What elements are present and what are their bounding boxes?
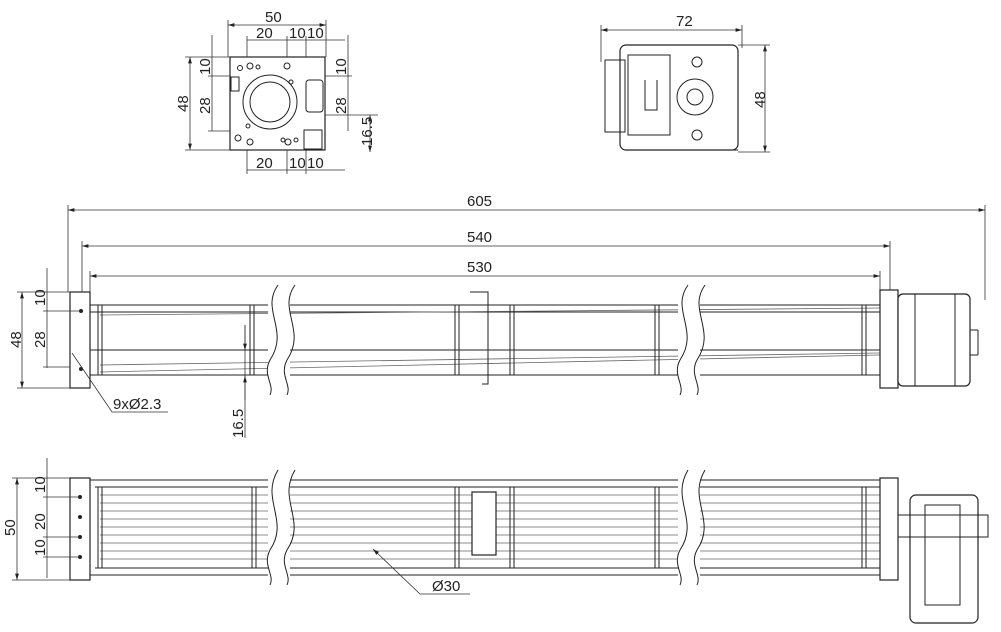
dim-side-height: 48	[752, 91, 769, 108]
break-line	[283, 284, 296, 396]
dim-bottom-left-2: 20	[32, 513, 49, 530]
bottom-center-support	[471, 491, 497, 556]
center-support	[470, 291, 489, 385]
motor-ring-outer	[242, 74, 298, 130]
break-line	[266, 284, 279, 396]
dim-top-left-2: 28	[32, 331, 49, 348]
dim-mounting-length: 540	[467, 229, 492, 246]
break-line	[693, 284, 706, 396]
break-line	[676, 469, 689, 586]
holes-leader	[71, 352, 168, 413]
holes-note: 9xØ2.3	[113, 396, 161, 413]
right-bracket	[305, 79, 324, 113]
dim-top-height: 48	[8, 331, 25, 348]
screw-bottom	[691, 129, 703, 141]
dim-front-left-1: 10	[197, 58, 214, 75]
left-tab	[230, 76, 240, 92]
break-line	[283, 469, 296, 586]
side-view-housing	[619, 44, 739, 151]
side-view: 72 48	[600, 13, 770, 153]
dim-top-offset: 16.5	[230, 409, 247, 438]
dim-front-bottom-1: 20	[256, 155, 273, 172]
side-clip	[604, 59, 626, 133]
motor-hub-inner	[686, 88, 704, 106]
dim-front-offset: 16.5	[359, 117, 376, 146]
dim-front-left-2: 28	[197, 97, 214, 114]
top-view: 605 540 530 48 10 28	[8, 193, 986, 438]
motor-ring-inner	[249, 81, 291, 123]
left-end-bracket	[69, 291, 91, 389]
motor-housing-bottom	[909, 494, 979, 624]
bottom-left-bracket	[69, 477, 91, 581]
dim-front-right-2: 28	[333, 97, 350, 114]
dim-bottom-left-1: 10	[32, 476, 49, 493]
motor-core	[914, 293, 956, 387]
dim-side-width: 72	[676, 13, 693, 30]
bottom-right-bracket	[879, 477, 899, 581]
bottom-view: 50 10 20 10 Ø30	[2, 458, 989, 624]
side-slot	[644, 80, 658, 111]
dim-impeller-diameter: Ø30	[432, 578, 460, 595]
dim-top-left-1: 10	[32, 289, 49, 306]
break-line	[266, 469, 279, 586]
screw-top	[691, 56, 703, 68]
dim-front-height: 48	[175, 95, 192, 112]
dim-front-top-1: 20	[256, 25, 273, 42]
dim-overall-length: 605	[467, 193, 492, 210]
dim-impeller-length: 530	[467, 259, 492, 276]
motor-hub-outer	[676, 78, 714, 116]
right-end-bracket	[879, 289, 899, 389]
front-view: 50 20 10 10 20 10 10 48 10 28 10 28 16.5	[175, 9, 378, 174]
bottom-tab	[303, 129, 323, 150]
break-line	[693, 469, 706, 586]
front-view-plate	[229, 56, 326, 151]
dim-front-top-2: 10	[289, 25, 306, 42]
dim-front-right-1: 10	[333, 58, 350, 75]
dim-front-top-3: 10	[307, 25, 324, 42]
break-line	[676, 284, 689, 396]
dim-bottom-left-3: 10	[32, 539, 49, 556]
motor-housing-top	[897, 293, 971, 387]
diameter-leader	[372, 548, 470, 595]
dim-bottom-height: 50	[2, 519, 19, 536]
side-bracket	[627, 54, 671, 136]
dim-front-width: 50	[265, 9, 282, 26]
dim-front-bottom-2: 10	[289, 155, 306, 172]
motor-mount-bar	[897, 514, 989, 538]
dim-front-bottom-3: 10	[307, 155, 324, 172]
motor-body	[924, 504, 961, 606]
